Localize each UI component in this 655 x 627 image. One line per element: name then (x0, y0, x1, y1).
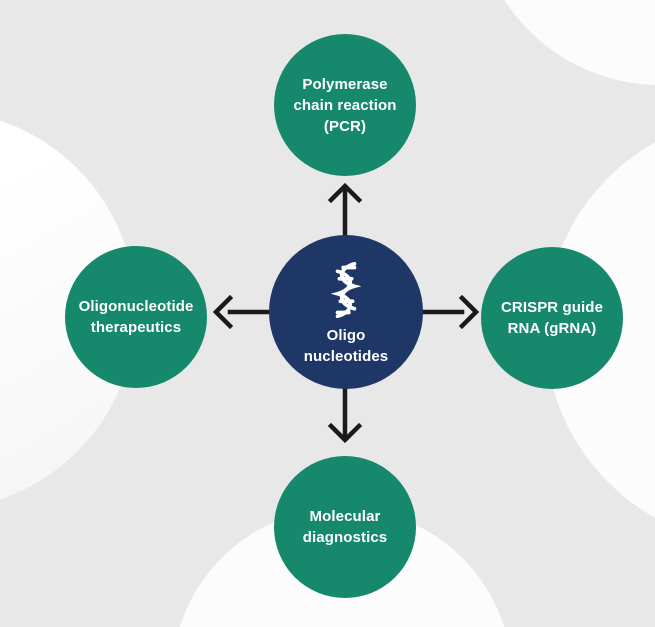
node-pcr: Polymerase chain reaction (PCR) (274, 34, 416, 176)
node-oligonucleotides-center: Oligo nucleotides (269, 235, 423, 389)
node-crispr-guide-rna: CRISPR guide RNA (gRNA) (481, 247, 623, 389)
node-oligonucleotide-therapeutics: Oligonucleotide therapeutics (65, 246, 207, 388)
node-molecular-diagnostics: Molecular diagnostics (274, 456, 416, 598)
arrow-down-icon (327, 387, 363, 444)
node-pcr-label: Polymerase chain reaction (PCR) (293, 75, 397, 135)
node-diagnostics-label: Molecular diagnostics (302, 508, 388, 546)
node-crispr-label: CRISPR guide RNA (gRNA) (500, 299, 604, 337)
node-therapeutics-label: Oligonucleotide therapeutics (78, 298, 194, 336)
arrow-right-icon (417, 294, 480, 330)
dna-helix-icon (327, 260, 365, 320)
center-label: Oligo nucleotides (303, 326, 389, 365)
arrow-up-icon (327, 182, 363, 237)
